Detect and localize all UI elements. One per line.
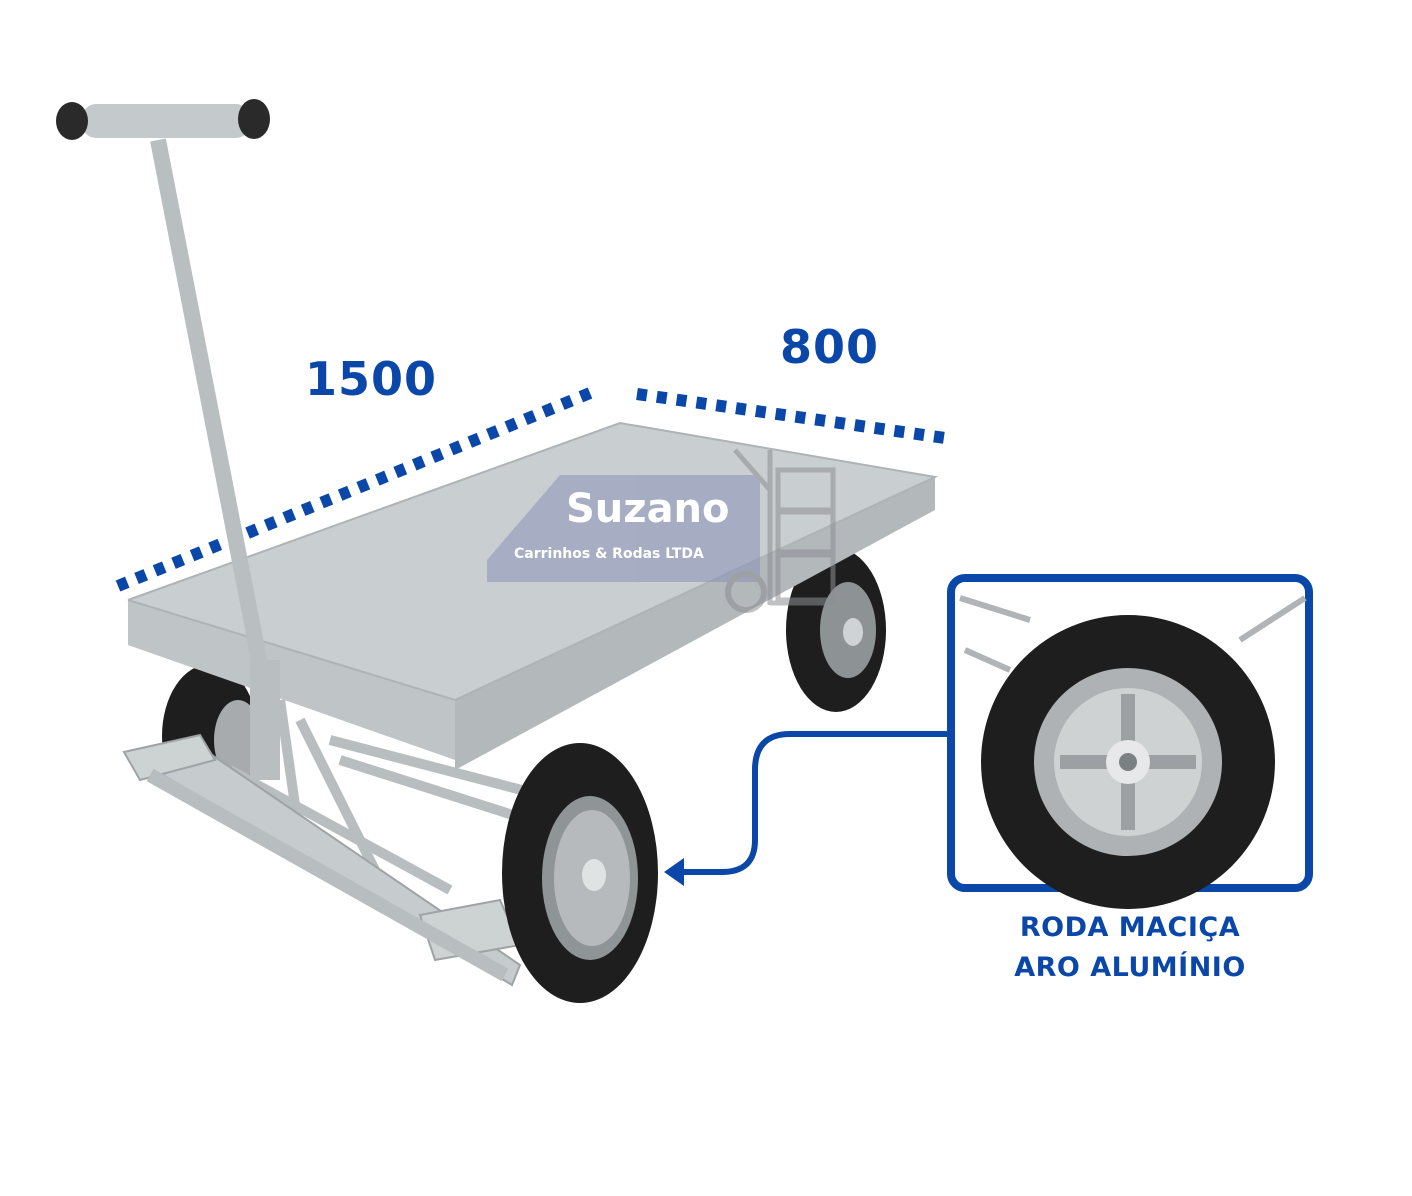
callout-arrow xyxy=(664,731,948,886)
width-dimension-line xyxy=(636,388,946,444)
width-label: 800 xyxy=(780,320,880,374)
tow-bar xyxy=(122,733,522,987)
caption-line-2: ARO ALUMÍNIO xyxy=(1014,952,1246,983)
wheel-detail-box xyxy=(947,574,1313,909)
watermark-logo xyxy=(487,448,836,613)
watermark-subtitle: Carrinhos & Rodas LTDA xyxy=(514,546,704,562)
watermark-brand: Suzano xyxy=(566,486,730,532)
rear-wheel xyxy=(786,548,886,712)
length-dimension-line xyxy=(115,387,593,592)
front-wheel xyxy=(502,743,658,1003)
handle xyxy=(56,99,280,780)
caption-line-1: RODA MACIÇA xyxy=(1019,912,1241,943)
length-label: 1500 xyxy=(305,352,438,406)
